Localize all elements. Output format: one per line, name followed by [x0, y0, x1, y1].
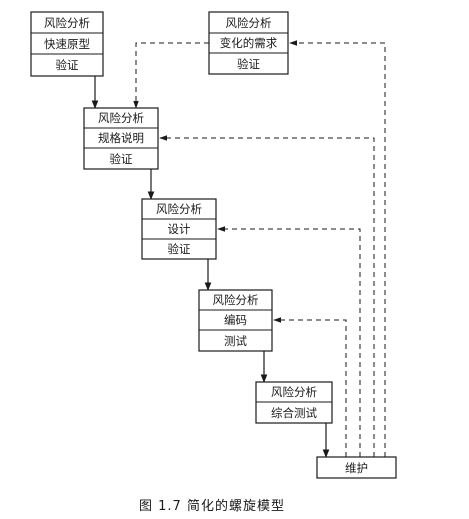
flow-arrows	[91, 76, 330, 458]
stage-row-risk-analysis: 风险分析	[44, 16, 90, 30]
stage-row-risk-analysis: 风险分析	[226, 16, 272, 30]
feedback-line-requirements-to-spec	[133, 42, 209, 109]
stage-row-activity: 设计	[168, 222, 191, 236]
stage-row-activity: 快速原型	[44, 37, 90, 51]
feedback-line-to-spec	[159, 135, 375, 457]
stage-box-design: 风险分析 设计 验证	[141, 198, 217, 260]
stage-row-risk-analysis: 风险分析	[156, 202, 202, 216]
maintenance-label: 维护	[345, 461, 368, 475]
feedback-lines	[133, 40, 386, 457]
stage-row-risk-analysis: 风险分析	[213, 293, 259, 307]
feedback-line-to-design	[217, 226, 361, 457]
stage-row-verification: 验证	[110, 152, 133, 166]
stage-box-coding: 风险分析 编码 测试	[198, 289, 273, 352]
stage-box-specification: 风险分析 规格说明 验证	[83, 107, 159, 170]
stage-row-verification: 验证	[168, 242, 191, 256]
stage-box-requirements: 风险分析 变化的需求 验证	[208, 11, 289, 75]
stage-row-activity: 综合测试	[271, 406, 317, 420]
stage-row-testing: 测试	[224, 334, 247, 348]
stage-box-integration-testing: 风险分析 综合测试	[255, 381, 333, 424]
stage-row-activity: 规格说明	[98, 131, 144, 145]
stage-box-prototype: 风险分析 快速原型 验证	[30, 11, 104, 77]
feedback-line-to-requirements	[289, 40, 386, 457]
stage-row-verification: 验证	[237, 57, 260, 71]
maintenance-box: 维护	[316, 456, 397, 479]
stage-row-risk-analysis: 风险分析	[98, 111, 144, 125]
stage-row-activity: 编码	[224, 313, 247, 327]
feedback-line-to-coding	[273, 317, 347, 457]
stage-row-verification: 验证	[56, 58, 79, 72]
stage-row-risk-analysis: 风险分析	[271, 385, 317, 399]
figure-caption: 图 1.7 简化的螺旋模型	[139, 498, 285, 514]
stage-row-activity: 变化的需求	[220, 36, 278, 50]
